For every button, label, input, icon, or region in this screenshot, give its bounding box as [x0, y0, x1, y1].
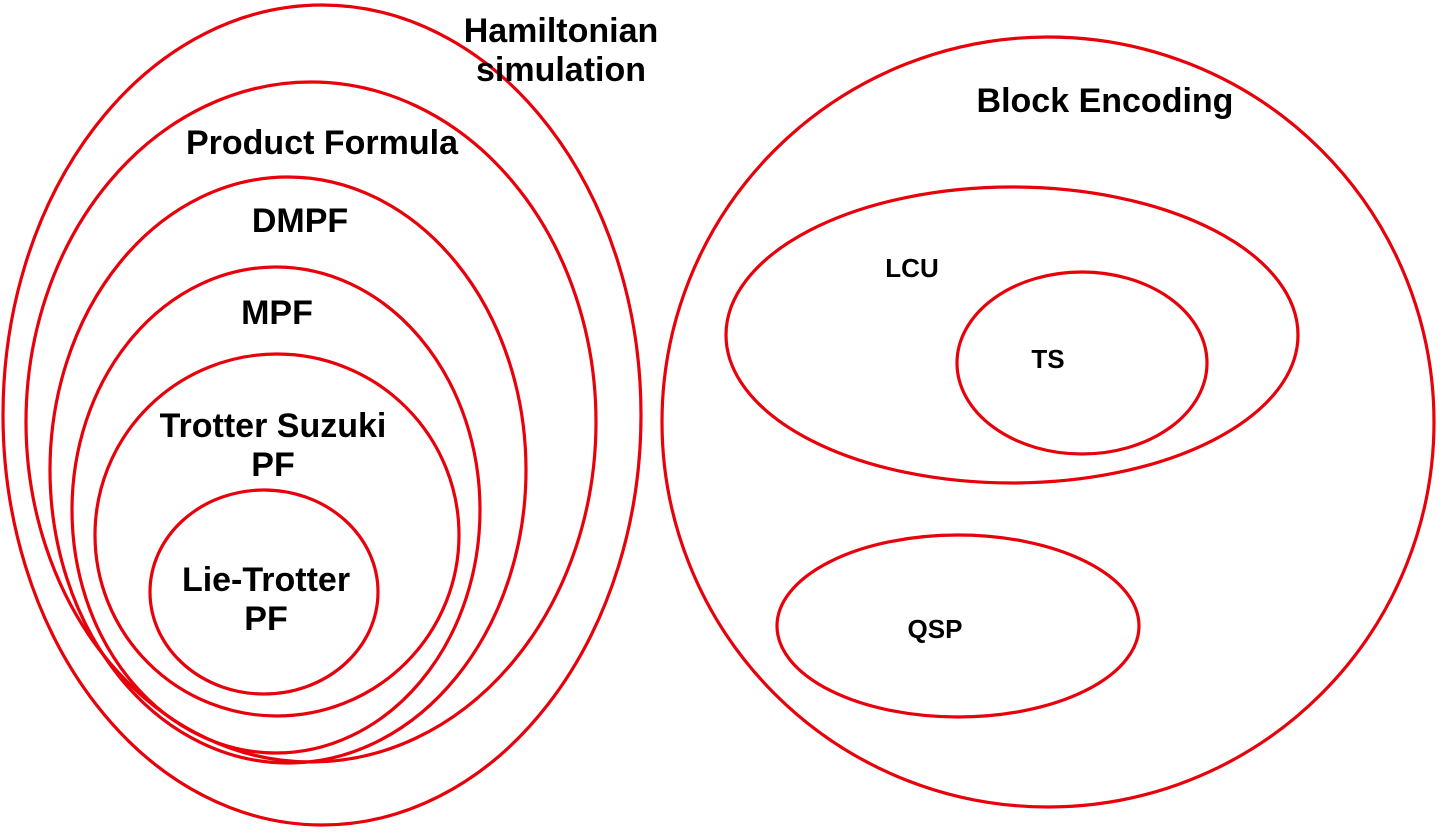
dmpf-set: [48, 175, 528, 765]
dmpf-label: DMPF: [252, 202, 348, 240]
trotter-suzuki-pf-set: [93, 352, 461, 718]
hamiltonian-simulation-label-line1: Hamiltonian: [464, 12, 659, 50]
mpf-label: MPF: [241, 294, 313, 332]
qsp-label: QSP: [908, 614, 963, 644]
hamiltonian-simulation-set: [1, 3, 643, 827]
block-encoding-set: [660, 35, 1436, 809]
set-labels: Hamiltonian simulation Product Formula D…: [160, 12, 1234, 644]
block-encoding-label: Block Encoding: [977, 82, 1234, 120]
set-outlines: [1, 3, 1436, 827]
lie-trotter-pf-label-line2: PF: [244, 600, 287, 638]
mpf-set: [70, 265, 482, 755]
trotter-suzuki-pf-label-line1: Trotter Suzuki: [160, 407, 387, 445]
hamiltonian-simulation-label-line2: simulation: [476, 51, 646, 89]
product-formula-label: Product Formula: [186, 124, 459, 162]
lie-trotter-pf-set: [148, 488, 380, 696]
lcu-label: LCU: [885, 253, 938, 283]
ts-set: [955, 270, 1209, 456]
lie-trotter-pf-label-line1: Lie-Trotter: [182, 561, 350, 599]
ts-label: TS: [1031, 344, 1064, 374]
qsp-set: [775, 533, 1141, 719]
lcu-set: [724, 185, 1300, 485]
trotter-suzuki-pf-label-line2: PF: [251, 446, 294, 484]
